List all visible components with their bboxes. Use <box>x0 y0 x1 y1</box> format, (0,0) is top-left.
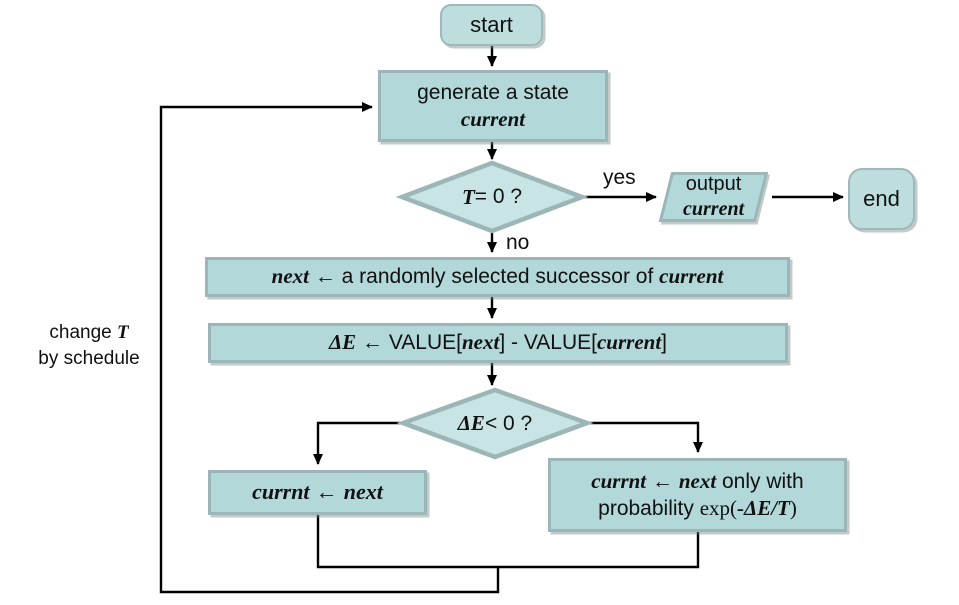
schedule-note-line1: change T <box>49 322 129 343</box>
accept-prob-line2: probability exp(-ΔE/T) <box>598 496 797 520</box>
end-label: end <box>863 185 900 211</box>
yes-edge-label: yes <box>603 166 636 189</box>
edge-branch-accept <box>313 421 403 465</box>
accept-label: currnt ← next <box>252 479 383 505</box>
edge-merge <box>316 515 700 569</box>
delta-decision-label: ΔE < 0 ? <box>457 411 533 435</box>
edge-loop-back <box>159 102 500 594</box>
decision-diamond-delta-e <box>396 387 594 460</box>
generate-state-line2: current <box>460 107 526 131</box>
delta-assign-label: ΔE ← VALUE[next] - VALUE[current] <box>328 330 667 355</box>
t-zero-decision-label: T = 0 ? <box>461 184 523 209</box>
output-node: output current <box>658 172 769 222</box>
start-node: start <box>440 4 543 46</box>
edge-branch-accept-prob <box>587 421 703 453</box>
output-line1: output <box>685 173 742 195</box>
schedule-note-line2: by schedule <box>38 347 140 369</box>
schedule-note: change T by schedule <box>18 320 160 371</box>
decision-diamond-t-zero <box>395 160 589 234</box>
no-edge-label: no <box>506 231 530 254</box>
generate-state-node: generate a state current <box>378 70 608 142</box>
delta-assign-node: ΔE ← VALUE[next] - VALUE[current] <box>208 323 788 363</box>
output-label: output current <box>683 172 744 222</box>
next-assign-node: next ← a randomly selected successor of … <box>205 257 790 297</box>
start-label: start <box>470 11 513 37</box>
generate-state-line1: generate a state <box>417 80 569 104</box>
accept-node: currnt ← next <box>208 470 427 515</box>
output-line2: current <box>682 198 745 220</box>
accept-prob-node: currnt ← next only with probability exp(… <box>548 458 847 532</box>
accept-prob-line1: currnt ← next only with <box>591 468 804 493</box>
next-assign-label: next ← a randomly selected successor of … <box>271 264 724 289</box>
end-node: end <box>848 168 915 230</box>
